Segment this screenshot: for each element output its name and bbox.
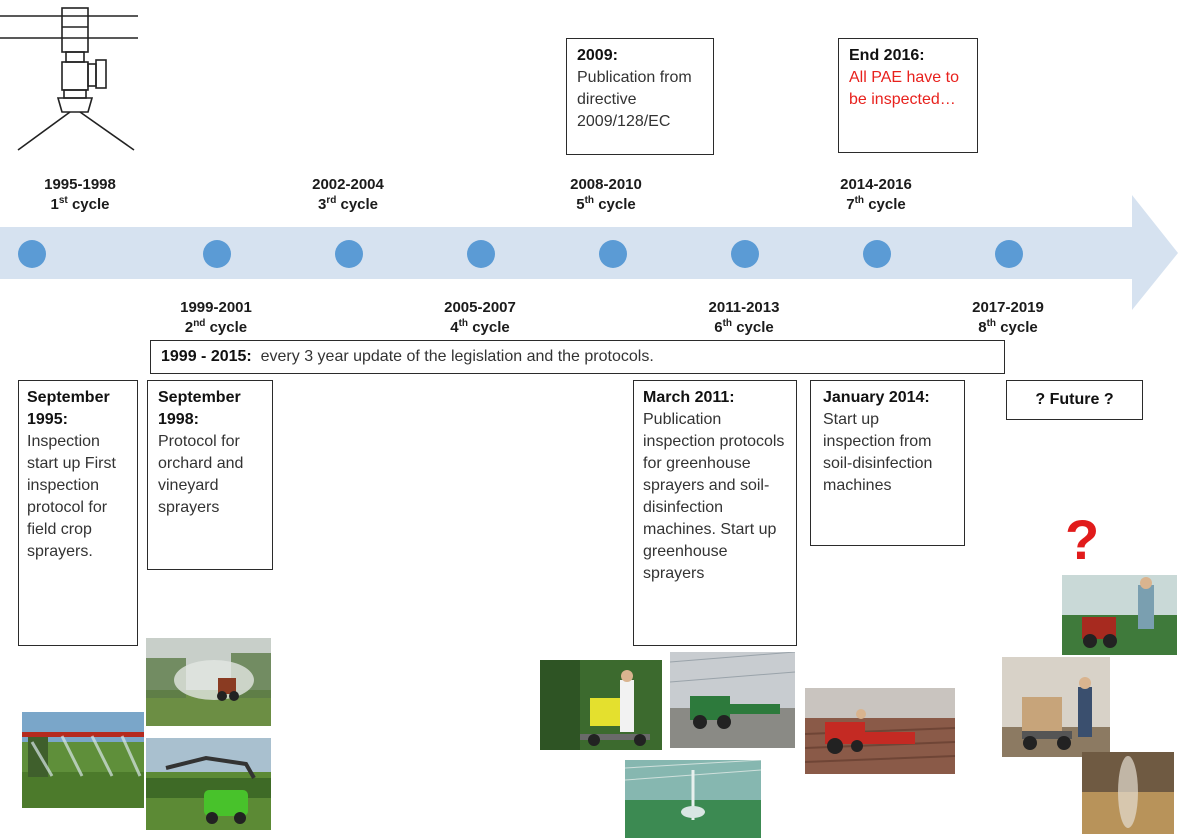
photo-greenhouse-sprayer [540, 660, 662, 750]
photo-future-machine [1002, 657, 1110, 757]
timeline-arrow [0, 195, 1178, 310]
question-mark: ? [1065, 508, 1100, 571]
box-1999-2015: 1999 - 2015: every 3 year update of the … [150, 340, 1005, 374]
timeline-dot [995, 240, 1023, 268]
nozzle-icon [0, 7, 138, 151]
photo-vineyard-sprayer [146, 738, 271, 830]
box-september-1998: September 1998: Protocol for orchard and… [147, 380, 273, 570]
box-end-2016: End 2016: All PAE have to be inspected… [838, 38, 978, 153]
timeline-dot [599, 240, 627, 268]
box-january-2014: January 2014: Start up inspection from s… [810, 380, 965, 546]
photo-orchard-sprayer [146, 638, 271, 726]
box-future: ? Future ? [1006, 380, 1143, 420]
photo-future-soil [1082, 752, 1174, 834]
photo-greenhouse-tractor [670, 652, 795, 748]
timeline-dot [203, 240, 231, 268]
timeline-dot [467, 240, 495, 268]
photo-soil-disinfection [805, 688, 955, 774]
box-september-1995: September 1995: Inspection start up Firs… [18, 380, 138, 646]
timeline-dot [731, 240, 759, 268]
timeline-dot [18, 240, 46, 268]
photo-future-greenhouse [1062, 575, 1177, 655]
photo-field-crop-sprayer [22, 712, 144, 808]
box-2009: 2009: Publication from directive 2009/12… [566, 38, 714, 155]
box-march-2011: March 2011: Publication inspection proto… [633, 380, 797, 646]
timeline-dot [335, 240, 363, 268]
photo-greenhouse-interior [625, 760, 761, 838]
timeline-dot [863, 240, 891, 268]
